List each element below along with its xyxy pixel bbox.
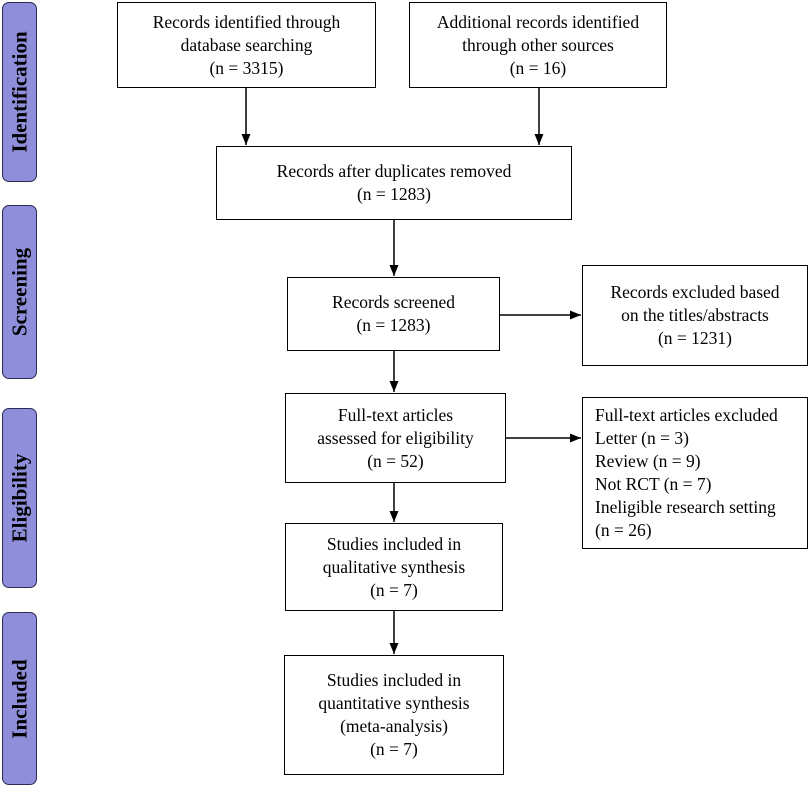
box-line: Studies included in xyxy=(326,533,462,554)
box-qualitative-synthesis: Studies included in qualitative synthesi… xyxy=(285,523,503,611)
box-line: Records identified through xyxy=(152,11,341,32)
box-line: (n = 1231) xyxy=(657,328,733,348)
box-line: database searching xyxy=(180,34,313,55)
box-line: (n = 52) xyxy=(367,450,424,471)
box-database-records: Records identified through database sear… xyxy=(117,2,376,88)
box-line: (n = 3315) xyxy=(209,57,284,78)
box-line: (meta-analysis) xyxy=(340,716,448,736)
stage-tab-included: Included xyxy=(2,612,37,785)
box-line: Review (n = 9) xyxy=(595,451,701,471)
box-line: Records excluded based xyxy=(610,282,780,302)
box-line: Full-text articles excluded xyxy=(595,405,778,425)
box-records-screened: Records screened (n = 1283) xyxy=(287,277,500,351)
box-line: (n = 1283) xyxy=(356,184,432,204)
box-line: Additional records identified xyxy=(436,11,640,32)
stage-tab-eligibility: Eligibility xyxy=(2,408,37,588)
box-line: (n = 7) xyxy=(370,739,418,759)
box-line: (n = 7) xyxy=(370,579,418,600)
box-records-excluded: Records excluded based on the titles/abs… xyxy=(582,265,808,366)
box-fulltext-assessed: Full-text articles assessed for eligibil… xyxy=(285,393,506,483)
stage-tab-screening: Screening xyxy=(2,205,37,379)
box-fulltext-excluded: Full-text articles excluded Letter (n = … xyxy=(582,397,808,549)
box-line: qualitative synthesis xyxy=(322,556,466,577)
box-line: (n = 1283) xyxy=(356,315,431,335)
box-line: on the titles/abstracts xyxy=(621,305,769,325)
box-line: (n = 26) xyxy=(595,520,652,540)
box-duplicates-removed: Records after duplicates removed (n = 12… xyxy=(216,146,572,220)
box-line: (n = 16) xyxy=(509,57,567,78)
box-line: Records screened xyxy=(332,292,455,312)
box-line: through other sources xyxy=(462,34,614,55)
box-other-sources: Additional records identified through ot… xyxy=(409,2,667,88)
box-line: Records after duplicates removed xyxy=(276,161,512,181)
box-line: Studies included in xyxy=(326,670,462,690)
box-line: Ineligible research setting xyxy=(595,497,776,517)
box-line: Full-text articles xyxy=(337,404,454,425)
stage-tab-identification: Identification xyxy=(2,2,37,182)
box-line: quantitative synthesis xyxy=(318,693,470,713)
box-line: Not RCT (n = 7) xyxy=(595,474,712,494)
box-line: assessed for eligibility xyxy=(317,427,474,448)
box-quantitative-synthesis: Studies included in quantitative synthes… xyxy=(284,655,504,775)
box-line: Letter (n = 3) xyxy=(595,428,689,448)
